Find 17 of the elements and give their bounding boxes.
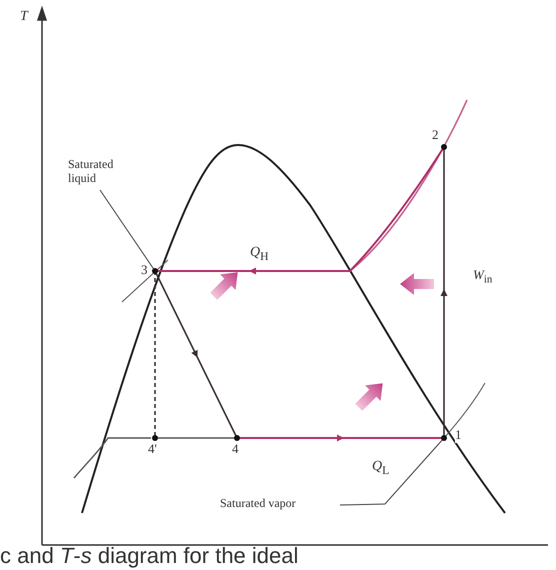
- process-arrow: [155, 146, 445, 274]
- process-arrow: [237, 434, 444, 442]
- work-label: W$_{in}$: [473, 268, 492, 286]
- caption: c and T-s diagram for the ideal: [0, 544, 298, 568]
- process-arrow: [154, 270, 238, 438]
- axis-label: T: [20, 10, 28, 24]
- isobar-line: [155, 437, 237, 439]
- state-label: 3: [141, 263, 148, 278]
- heat-label: Q$_{H}$: [250, 246, 269, 262]
- curve-label: Saturated liquid: [68, 158, 144, 186]
- leader-line: [340, 438, 444, 506]
- curve-label: Saturated vapor: [220, 497, 296, 511]
- dashed-line: [154, 271, 156, 438]
- heat-label: Q$_{L}$: [372, 460, 390, 476]
- process-arrow: [440, 147, 448, 438]
- state-label: 1: [455, 428, 462, 443]
- leader-line: [100, 190, 156, 272]
